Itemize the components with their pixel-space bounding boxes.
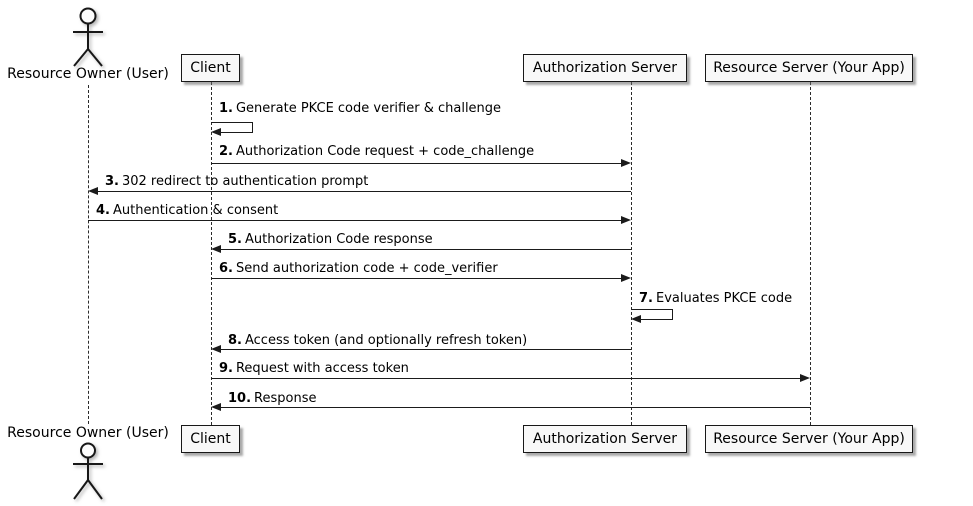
message-8-line	[220, 349, 631, 351]
arrowhead-icon	[211, 128, 221, 136]
actor-figure-bottom	[73, 442, 103, 500]
message-2-label: 2.Authorization Code request + code_chal…	[219, 144, 535, 159]
arrowhead-icon	[211, 245, 221, 253]
participant-auth-server-bottom: Authorization Server	[523, 425, 687, 453]
lifeline-client	[211, 82, 212, 425]
message-6-label: 6.Send authorization code + code_verifie…	[219, 261, 498, 276]
arrowhead-icon	[621, 216, 631, 224]
message-1-self-line	[211, 122, 253, 124]
lifeline-auth-server	[631, 82, 632, 425]
message-3-label: 3.302 redirect to authentication prompt	[105, 174, 369, 189]
participant-client-top: Client	[181, 54, 240, 82]
participant-client-bottom: Client	[181, 425, 240, 453]
message-3-line	[97, 191, 631, 193]
message-8-label: 8.Access token (and optionally refresh t…	[228, 333, 528, 348]
arrowhead-icon	[631, 315, 641, 323]
lifeline-resource-owner	[88, 85, 89, 424]
actor-figure-top	[73, 7, 103, 67]
arrowhead-icon	[800, 374, 810, 382]
message-4-label: 4.Authentication & consent	[96, 203, 279, 218]
participant-resource-server-bottom: Resource Server (Your App)	[705, 425, 913, 453]
participant-resource-server-top: Resource Server (Your App)	[705, 54, 913, 82]
arrowhead-icon	[621, 274, 631, 282]
participant-resource-owner-top: Resource Owner (User)	[7, 66, 169, 82]
message-5-label: 5.Authorization Code response	[228, 232, 433, 247]
participant-resource-owner-bottom: Resource Owner (User)	[7, 425, 169, 441]
arrowhead-icon	[211, 345, 221, 353]
arrowhead-icon	[88, 187, 98, 195]
message-1-label: 1.Generate PKCE code verifier & challeng…	[219, 101, 502, 116]
message-10-label: 10.Response	[228, 391, 317, 406]
participant-auth-server-top: Authorization Server	[523, 54, 687, 82]
lifeline-resource-server	[810, 82, 811, 425]
message-2-line	[211, 163, 622, 165]
message-4-line	[88, 220, 621, 222]
message-9-label: 9.Request with access token	[219, 361, 409, 376]
message-7-self-line	[631, 309, 673, 311]
message-10-line	[220, 407, 810, 409]
arrowhead-icon	[621, 159, 631, 167]
message-5-line	[220, 249, 631, 251]
arrowhead-icon	[211, 403, 221, 411]
message-6-line	[211, 278, 622, 280]
message-7-label: 7.Evaluates PKCE code	[639, 291, 793, 306]
message-9-line	[211, 378, 801, 380]
